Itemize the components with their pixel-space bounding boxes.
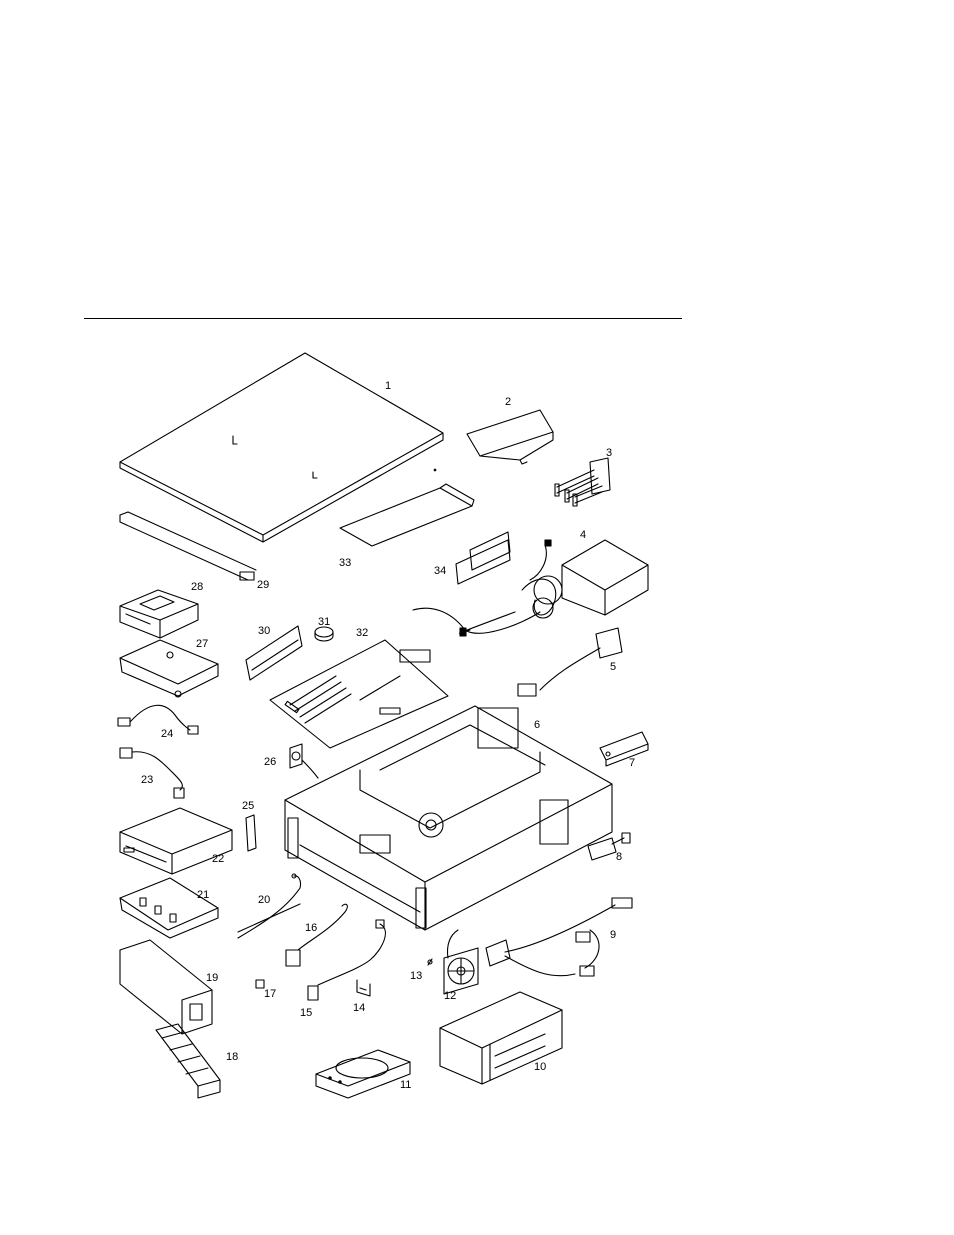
cable-icon (517, 627, 623, 697)
bracket-icon (599, 731, 649, 767)
callout-28: 28 (191, 581, 203, 593)
bezel-icon (119, 939, 213, 1035)
switch-icon (285, 903, 348, 967)
bracket-icon (466, 409, 554, 465)
adapter-card-icon (339, 483, 475, 547)
drive-cage-icon (439, 991, 563, 1085)
callout-21: 21 (197, 889, 209, 901)
callout-18: 18 (226, 1051, 238, 1063)
callout-2: 2 (505, 396, 511, 408)
callout-24: 24 (161, 728, 173, 740)
callout-22: 22 (212, 853, 224, 865)
callout-13: 13 (410, 970, 422, 982)
callout-10: 10 (534, 1061, 546, 1073)
diskette-drive-icon (119, 589, 199, 639)
system-board-icon (269, 639, 449, 749)
rod-icon (237, 873, 302, 939)
callout-15: 15 (300, 1007, 312, 1019)
memory-module-icon (245, 625, 303, 681)
card-guide-icon (554, 457, 611, 507)
connector-icon (587, 832, 631, 861)
grille-icon (155, 1023, 221, 1099)
callout-19: 19 (206, 972, 218, 984)
callout-34: 34 (434, 565, 446, 577)
riser-card-icon (455, 531, 511, 585)
drive-tray-icon (315, 1049, 411, 1099)
callout-25: 25 (242, 800, 254, 812)
callout-6: 6 (534, 719, 540, 731)
callout-30: 30 (258, 625, 270, 637)
screw-icon (427, 958, 433, 966)
callout-31: 31 (318, 616, 330, 628)
callout-20: 20 (258, 894, 270, 906)
cable-icon (119, 747, 185, 799)
callout-17: 17 (264, 988, 276, 1000)
battery-icon (314, 626, 334, 642)
callout-12: 12 (444, 990, 456, 1002)
callout-26: 26 (264, 756, 276, 768)
ribbon-cable-icon (119, 511, 257, 581)
callout-1: 1 (385, 380, 391, 392)
cable-icon (307, 919, 386, 1001)
callout-3: 3 (606, 447, 612, 459)
callout-29: 29 (257, 579, 269, 591)
led-icon (255, 979, 265, 989)
chassis-icon (284, 705, 613, 931)
callout-32: 32 (356, 627, 368, 639)
fan-icon (443, 929, 479, 995)
callout-11: 11 (400, 1079, 411, 1091)
speaker-icon (289, 743, 319, 779)
callout-14: 14 (353, 1002, 365, 1014)
callout-16: 16 (305, 922, 317, 934)
callout-7: 7 (629, 757, 635, 769)
callout-5: 5 (610, 661, 616, 673)
header-rule (84, 318, 682, 319)
clip-icon (356, 979, 371, 997)
top-cover-icon (119, 352, 444, 543)
callout-8: 8 (616, 851, 622, 863)
callout-4: 4 (580, 529, 586, 541)
callout-33: 33 (339, 557, 351, 569)
power-supply-icon (412, 539, 649, 637)
drive-bracket-icon (119, 639, 219, 698)
cdrom-drive-icon (119, 807, 233, 875)
callout-27: 27 (196, 638, 208, 650)
cable-icon (117, 704, 199, 735)
drive-bracket-icon (119, 877, 219, 939)
led-board-icon (245, 814, 257, 852)
callout-23: 23 (141, 774, 153, 786)
callout-9: 9 (610, 929, 616, 941)
cable-icon (485, 897, 633, 977)
